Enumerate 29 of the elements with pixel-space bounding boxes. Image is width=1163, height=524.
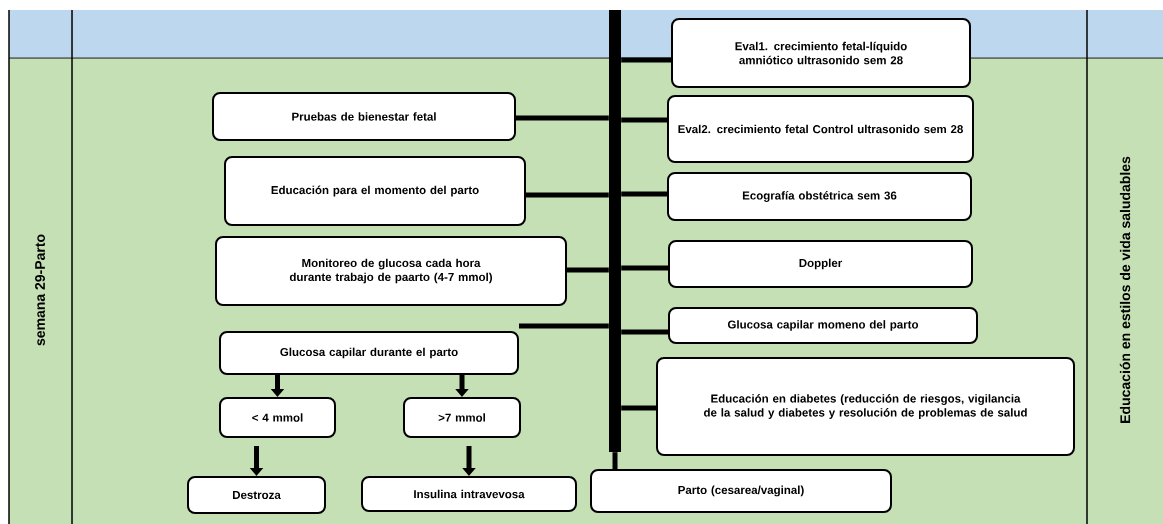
connector bbox=[621, 191, 667, 197]
process-box: Educación para el momento del parto bbox=[224, 156, 526, 226]
process-box: Glucosa capilar momeno del parto bbox=[668, 307, 978, 344]
connector bbox=[612, 452, 618, 469]
process-box: Insulina intravevosa bbox=[361, 476, 577, 512]
process-box: >7 mmol bbox=[403, 397, 521, 438]
process-box: Doppler bbox=[668, 240, 973, 288]
process-box: Eval1. crecimiento fetal-líquido amniótico ultrasonido sem 28 bbox=[671, 18, 971, 88]
connector bbox=[621, 57, 671, 63]
process-box: Monitoreo de glucosa cada hora durante trabajo de paarto (4-7 mmol) bbox=[215, 236, 567, 306]
connector bbox=[621, 117, 667, 123]
connector bbox=[516, 115, 609, 121]
process-box: Destroza bbox=[187, 476, 326, 514]
connector bbox=[567, 267, 609, 273]
connector bbox=[621, 329, 668, 335]
process-box: Eval2. crecimiento fetal Control ultrasonido sem 28 bbox=[667, 95, 974, 163]
connector bbox=[519, 323, 609, 329]
connector bbox=[621, 265, 668, 271]
lane-label: Educación en estilos de vida saludables bbox=[1119, 156, 1131, 423]
process-box: Pruebas de bienestar fetal bbox=[212, 92, 516, 141]
process-box: < 4 mmol bbox=[219, 397, 336, 438]
process-box: Ecografía obstétrica sem 36 bbox=[667, 172, 972, 221]
timeline-spine bbox=[609, 10, 621, 452]
process-box: Parto (cesarea/vaginal) bbox=[590, 469, 892, 513]
connector bbox=[526, 192, 609, 198]
process-box: Educación en diabetes (reducción de riesgos, vigilancia de la salud y diabetes y resolución de problemas de salud bbox=[656, 357, 1075, 456]
connector bbox=[621, 405, 656, 411]
lane-label: semana 29-Parto bbox=[35, 234, 45, 346]
process-box: Glucosa capilar durante el parto bbox=[219, 331, 519, 375]
